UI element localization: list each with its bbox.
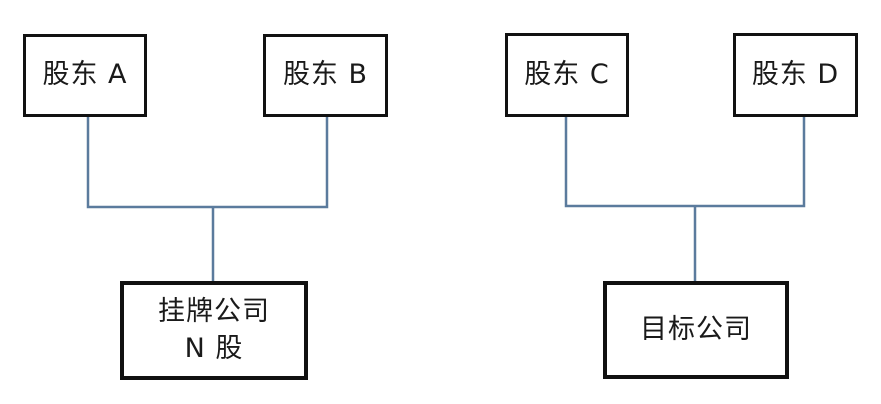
node-listed-company-label-line2: N 股 [184, 332, 244, 364]
node-shareholder-d: 股东 D [733, 33, 858, 117]
node-target-company: 目标公司 [603, 281, 789, 379]
node-shareholder-b-label: 股东 B [282, 59, 369, 91]
node-shareholder-d-label: 股东 D [751, 58, 840, 90]
node-shareholder-b: 股东 B [263, 34, 388, 117]
node-target-company-label: 目标公司 [640, 313, 752, 345]
node-listed-company: 挂牌公司 N 股 [120, 281, 308, 380]
node-listed-company-label-line1: 挂牌公司 [158, 296, 270, 328]
connector-right-group [564, 116, 806, 208]
node-shareholder-a-label: 股东 A [42, 59, 128, 91]
node-shareholder-a: 股东 A [23, 34, 147, 117]
connector-left-group [86, 117, 329, 209]
node-shareholder-c-label: 股东 C [524, 58, 610, 90]
node-shareholder-c: 股东 C [505, 33, 629, 117]
